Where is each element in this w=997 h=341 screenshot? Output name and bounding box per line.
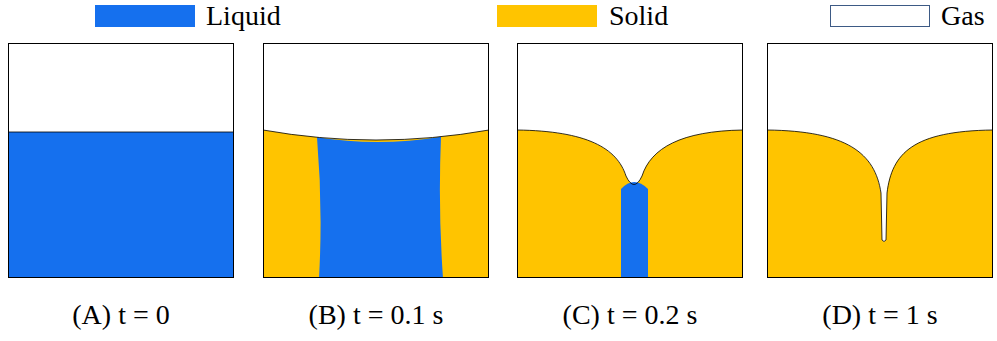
legend-text-slot: Gas (941, 1, 985, 31)
panel-caption: (D) t = 1 s (822, 299, 937, 330)
panel-border (9, 44, 234, 278)
legend-text-slot: Liquid (206, 1, 281, 31)
panel-caption-slot: (B) t = 0.1 s (309, 300, 444, 330)
free-surface (263, 130, 489, 140)
legend-swatch (95, 5, 195, 27)
gas-region (263, 43, 489, 278)
panel-caption: (B) t = 0.1 s (309, 299, 444, 330)
free-surface (767, 130, 993, 242)
panel-a (8, 43, 234, 278)
liquid-region (317, 137, 443, 278)
solid-region (263, 130, 489, 278)
panel-border (768, 44, 993, 278)
liquid-region (621, 182, 648, 278)
solid-region (767, 130, 993, 278)
legend-label: Solid (609, 0, 668, 31)
legend-label: Gas (941, 0, 985, 31)
gas-region (517, 43, 743, 278)
gas-region (8, 43, 234, 278)
legend-label: Liquid (206, 0, 281, 31)
gas-region (767, 43, 993, 278)
panel-d (767, 43, 993, 278)
panel-border (264, 44, 489, 278)
free-surface (8, 132, 234, 133)
free-surface (517, 130, 743, 185)
panel-c (517, 43, 743, 278)
panel-caption: (C) t = 0.2 s (563, 299, 698, 330)
liquid-region (8, 132, 234, 278)
panel-caption-slot: (D) t = 1 s (822, 300, 937, 330)
panel-caption-slot: (C) t = 0.2 s (563, 300, 698, 330)
panel-caption-slot: (A) t = 0 (72, 300, 169, 330)
panel-border (518, 44, 743, 278)
legend-text-slot: Solid (609, 1, 668, 31)
solid-region (517, 130, 743, 278)
panel-caption: (A) t = 0 (72, 299, 169, 330)
panel-b (263, 43, 489, 278)
legend-swatch (830, 5, 930, 27)
legend-swatch (497, 5, 597, 27)
